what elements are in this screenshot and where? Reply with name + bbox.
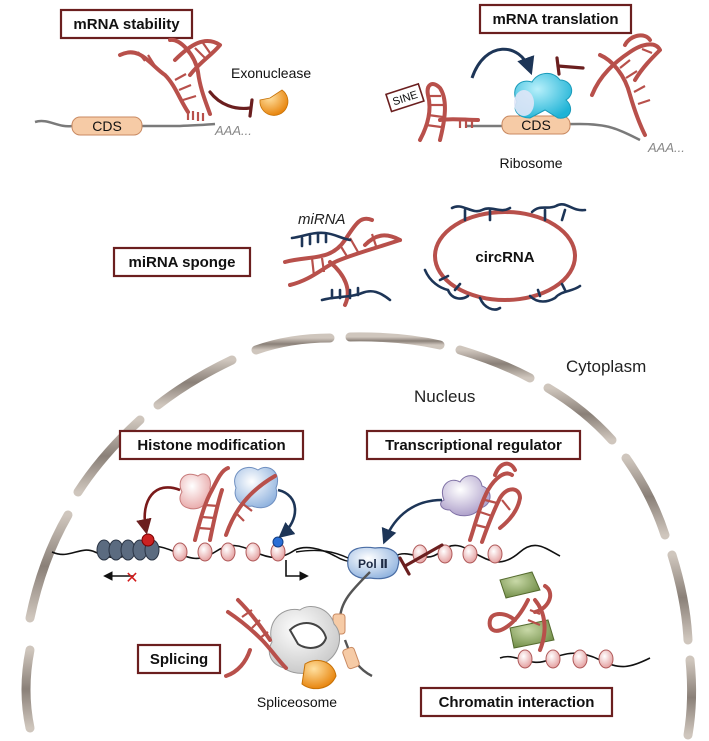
polya-label-right: AAA... <box>647 140 685 155</box>
cds-block-right <box>501 115 571 135</box>
regulator-activation-arrow <box>381 498 443 545</box>
inhibition-icon <box>208 90 252 111</box>
lncrna-translation-right <box>590 33 662 137</box>
box-splicing: Splicing <box>136 643 222 675</box>
box-mrna-stability-label: mRNA stability <box>73 16 180 33</box>
nucleus-label: Nucleus <box>414 387 475 406</box>
spliceosome-icon <box>268 606 341 690</box>
circrna-icon: circRNA <box>423 203 587 311</box>
activation-arrow-icon <box>470 47 535 79</box>
regulator-inhibition-icon <box>403 543 444 568</box>
cytoplasm-label: Cytoplasm <box>566 357 646 376</box>
mrna-stability-panel: CDS AAA... Exonuclease <box>34 37 311 138</box>
box-mirna-sponge: miRNA sponge <box>112 246 252 278</box>
open-nucleosomes <box>172 542 503 564</box>
lncrna-stability <box>118 37 222 121</box>
mirna-strand-2 <box>320 289 392 302</box>
histone-modification-complex <box>136 466 297 542</box>
cds-label-left: CDS <box>92 118 122 134</box>
exonuclease-icon <box>259 89 289 116</box>
box-histone-modification-label: Histone modification <box>137 437 285 454</box>
mrna-translation-panel: CDS AAA... Ribosome SINE <box>384 33 685 171</box>
mirna-label: miRNA <box>298 211 346 228</box>
nuclear-membrane <box>21 332 697 740</box>
circrna-label: circRNA <box>475 249 534 266</box>
pol2-icon: Pol Ⅱ <box>347 546 400 580</box>
translation-inhibition-icon <box>556 64 585 70</box>
box-transcriptional-regulator: Transcriptional regulator <box>365 429 582 461</box>
mirna-strand-1 <box>290 231 352 242</box>
ribosome-icon <box>514 73 573 119</box>
cds-label-right: CDS <box>521 117 551 133</box>
histone-activation-arrow <box>136 486 181 535</box>
sine-tag: SINE <box>384 82 425 113</box>
cds-block <box>71 116 143 136</box>
box-splicing-label: Splicing <box>150 651 208 668</box>
nuclear-dna: ✕ <box>51 533 561 587</box>
splicing-panel: Spliceosome <box>224 571 373 710</box>
repressive-mark-icon <box>141 533 155 547</box>
mirna-sponge-panel: miRNA circRNA <box>283 203 587 311</box>
box-transcriptional-regulator-label: Transcriptional regulator <box>385 437 562 454</box>
lncrna-sine <box>418 82 480 142</box>
box-mrna-translation-label: mRNA translation <box>492 11 618 28</box>
box-mrna-stability: mRNA stability <box>59 8 194 40</box>
active-mark-icon <box>272 536 284 548</box>
chromatin-interaction-complex <box>487 571 651 669</box>
box-mrna-translation: mRNA translation <box>478 3 633 35</box>
polya-label-left: AAA... <box>214 123 252 138</box>
box-histone-modification: Histone modification <box>118 429 305 461</box>
cross-icon: ✕ <box>125 570 138 587</box>
transcriptional-regulator-complex <box>381 461 522 576</box>
spliceosome-label: Spliceosome <box>257 694 337 710</box>
box-chromatin-interaction: Chromatin interaction <box>419 686 614 718</box>
box-mirna-sponge-label: miRNA sponge <box>129 254 236 271</box>
box-chromatin-interaction-label: Chromatin interaction <box>439 694 595 711</box>
pol2-label: Pol Ⅱ <box>358 557 388 571</box>
exonuclease-label: Exonuclease <box>231 65 311 81</box>
histone-navy-arrow <box>277 488 297 538</box>
ribosome-label: Ribosome <box>499 155 562 171</box>
inhibition-bar <box>248 98 254 118</box>
lncrna-sponge <box>283 216 402 307</box>
transcription-start-arrow <box>285 560 309 581</box>
